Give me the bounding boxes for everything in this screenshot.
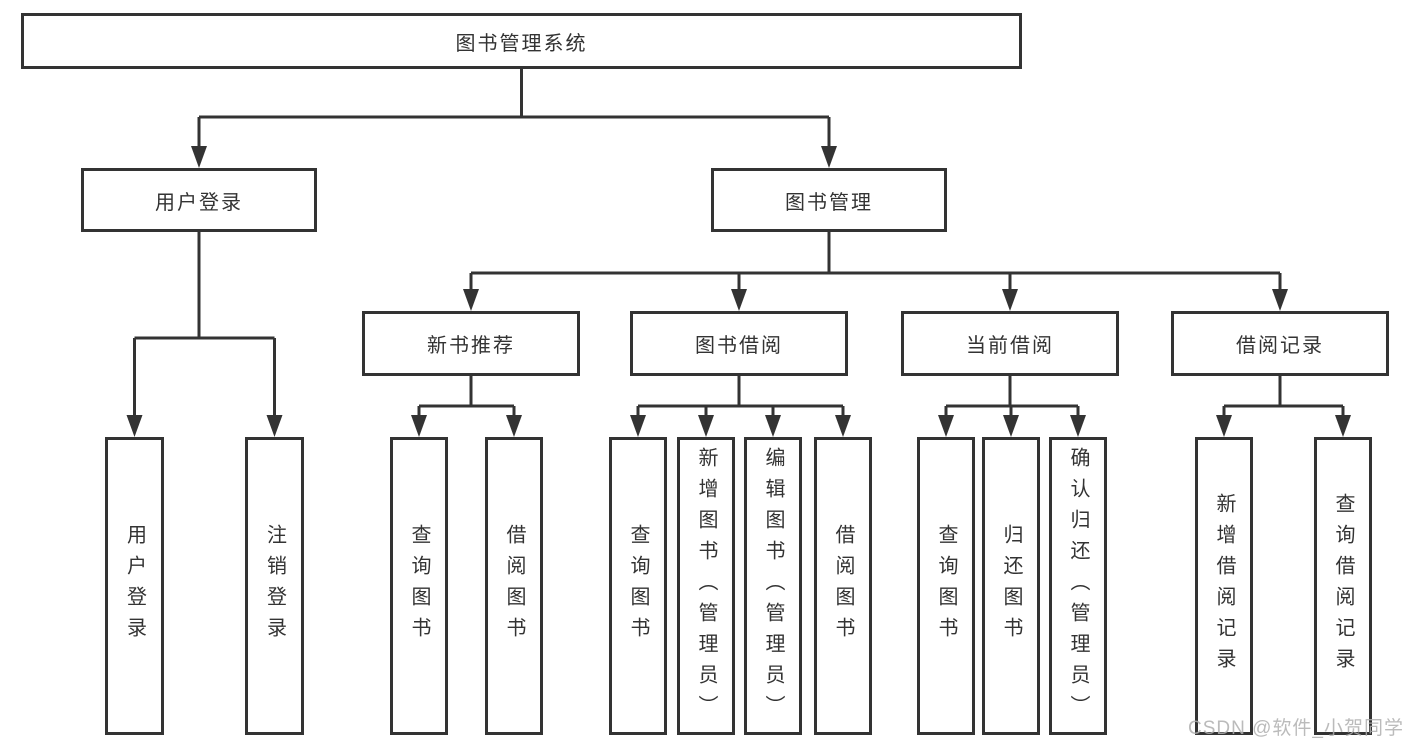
- connector-borrow-record: [1222, 376, 1345, 418]
- leaf-query-book-3: 查询图书: [917, 437, 975, 735]
- node-borrow-record: 借阅记录: [1171, 311, 1389, 376]
- connector-root: [197, 69, 831, 150]
- node-user-login: 用户登录: [81, 168, 317, 232]
- arrow-icon: [1335, 415, 1351, 437]
- leaf-query-book-2: 查询图书: [609, 437, 667, 735]
- arrow-icon: [821, 146, 837, 168]
- connector-book-management: [469, 232, 1282, 292]
- arrow-icon: [1216, 415, 1232, 437]
- leaf-return-book: 归还图书: [982, 437, 1040, 735]
- connector-book-borrow: [636, 376, 845, 418]
- arrow-icon: [191, 146, 207, 168]
- connector-new-book: [417, 376, 516, 418]
- arrow-icon: [1002, 289, 1018, 311]
- arrow-icon: [506, 415, 522, 437]
- arrow-icon: [463, 289, 479, 311]
- leaf-edit-book-admin: 编辑图书（管理员）: [744, 437, 802, 735]
- arrow-icon: [1070, 415, 1086, 437]
- node-book-management: 图书管理: [711, 168, 947, 232]
- leaf-add-book-admin: 新增图书（管理员）: [677, 437, 735, 735]
- node-new-book-recommend: 新书推荐: [362, 311, 580, 376]
- leaf-user-login: 用户登录: [105, 437, 164, 735]
- leaf-borrow-book-2: 借阅图书: [814, 437, 872, 735]
- arrow-icon: [698, 415, 714, 437]
- arrow-icon: [765, 415, 781, 437]
- arrow-icon: [1272, 289, 1288, 311]
- arrow-icon: [731, 289, 747, 311]
- arrow-icon: [126, 415, 143, 437]
- leaf-confirm-return-admin: 确认归还（管理员）: [1049, 437, 1107, 735]
- csdn-watermark: CSDN @软件_小贺同学: [1188, 718, 1404, 739]
- node-book-borrow: 图书借阅: [630, 311, 848, 376]
- arrowheads: [126, 146, 1351, 437]
- node-current-borrow: 当前借阅: [901, 311, 1119, 376]
- arrow-icon: [411, 415, 427, 437]
- leaf-borrow-book-1: 借阅图书: [485, 437, 543, 735]
- arrow-icon: [630, 415, 646, 437]
- arrow-icon: [938, 415, 954, 437]
- leaf-query-borrow-record: 查询借阅记录: [1314, 437, 1372, 735]
- leaf-add-borrow-record: 新增借阅记录: [1195, 437, 1253, 735]
- arrow-icon: [835, 415, 851, 437]
- node-root-system: 图书管理系统: [21, 13, 1022, 69]
- leaf-logout: 注销登录: [245, 437, 304, 735]
- arrow-icon: [1003, 415, 1019, 437]
- connector-current-borrow: [944, 376, 1080, 418]
- arrow-icon: [266, 415, 283, 437]
- leaf-query-book-1: 查询图书: [390, 437, 448, 735]
- connector-user-login: [133, 232, 276, 418]
